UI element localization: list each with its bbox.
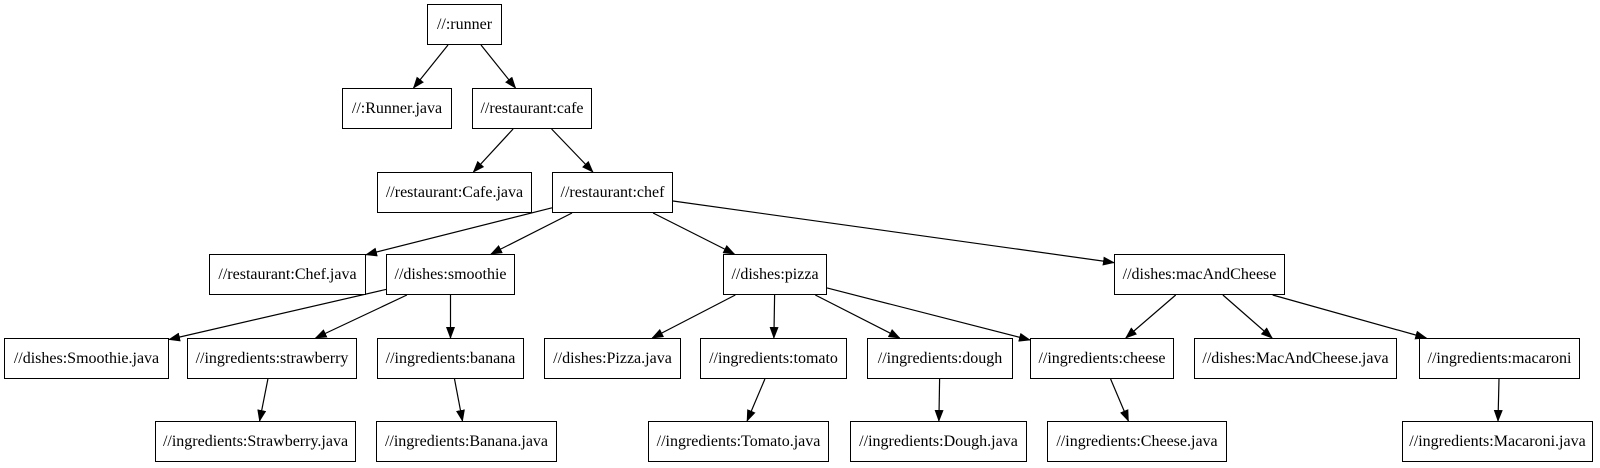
graph-node-dough: //ingredients:dough <box>867 338 1013 379</box>
graph-node-macaroni-java: //ingredients:Macaroni.java <box>1402 421 1593 462</box>
graph-node-smoothie-java: //dishes:Smoothie.java <box>4 338 169 379</box>
graph-node-dough-java: //ingredients:Dough.java <box>850 421 1027 462</box>
graph-node-cheese-java: //ingredients:Cheese.java <box>1047 421 1227 462</box>
graph-node-strawberry: //ingredients:strawberry <box>187 338 357 379</box>
graph-edge-banana-to-banana-java <box>453 378 465 422</box>
graph-node-pizza-java: //dishes:Pizza.java <box>544 338 681 379</box>
graph-edge-cheese-to-cheese-java <box>1110 378 1129 422</box>
graph-node-macaroni: //ingredients:macaroni <box>1419 338 1580 379</box>
graph-node-banana: //ingredients:banana <box>377 338 524 379</box>
graph-node-chef-java: //restaurant:Chef.java <box>209 254 366 295</box>
graph-edge-cafe-to-cafe-java <box>472 128 514 173</box>
graph-edge-pizza-to-tomato <box>769 294 779 339</box>
graph-edge-pizza-to-cheese <box>826 287 1031 342</box>
graph-edge-smoothie-to-smoothie-java <box>168 288 387 342</box>
graph-edge-cafe-to-chef <box>551 128 594 173</box>
graph-node-banana-java: //ingredients:Banana.java <box>376 421 557 462</box>
graph-edge-chef-to-smoothie <box>490 212 573 255</box>
graph-edge-pizza-to-dough <box>815 294 901 339</box>
graph-node-cafe-java: //restaurant:Cafe.java <box>377 172 532 213</box>
graph-node-pizza: //dishes:pizza <box>723 254 827 295</box>
graph-edge-smoothie-to-strawberry <box>314 294 408 339</box>
graph-edge-dough-to-dough-java <box>934 378 944 422</box>
graph-node-runner: //:runner <box>427 4 502 45</box>
graph-node-cafe: //restaurant:cafe <box>472 88 592 129</box>
graph-edge-tomato-to-tomato-java <box>746 378 766 422</box>
graph-edge-mac-and-cheese-to-mac-and-cheese-java <box>1222 294 1273 339</box>
graph-edge-chef-to-chef-java <box>365 207 553 257</box>
graph-edge-mac-and-cheese-to-macaroni <box>1272 294 1428 340</box>
graph-node-cheese: //ingredients:cheese <box>1030 338 1174 379</box>
graph-edge-runner-to-cafe <box>480 44 517 89</box>
graph-edge-strawberry-to-strawberry-java <box>257 378 269 422</box>
graph-edge-mac-and-cheese-to-cheese <box>1125 294 1177 339</box>
graph-edge-macaroni-to-macaroni-java <box>1493 378 1503 422</box>
graph-edge-runner-to-runner-java <box>412 44 449 89</box>
graph-node-runner-java: //:Runner.java <box>342 88 452 129</box>
graph-node-mac-and-cheese: //dishes:macAndCheese <box>1114 254 1285 295</box>
graph-node-strawberry-java: //ingredients:Strawberry.java <box>155 421 356 462</box>
graph-node-mac-and-cheese-java: //dishes:MacAndCheese.java <box>1194 338 1397 379</box>
graph-edge-chef-to-pizza <box>652 212 736 255</box>
graph-node-chef: //restaurant:chef <box>552 172 673 213</box>
graph-node-smoothie: //dishes:smoothie <box>386 254 515 295</box>
graph-edge-pizza-to-pizza-java <box>651 294 736 339</box>
graph-node-tomato: //ingredients:tomato <box>700 338 847 379</box>
graph-node-tomato-java: //ingredients:Tomato.java <box>648 421 829 462</box>
